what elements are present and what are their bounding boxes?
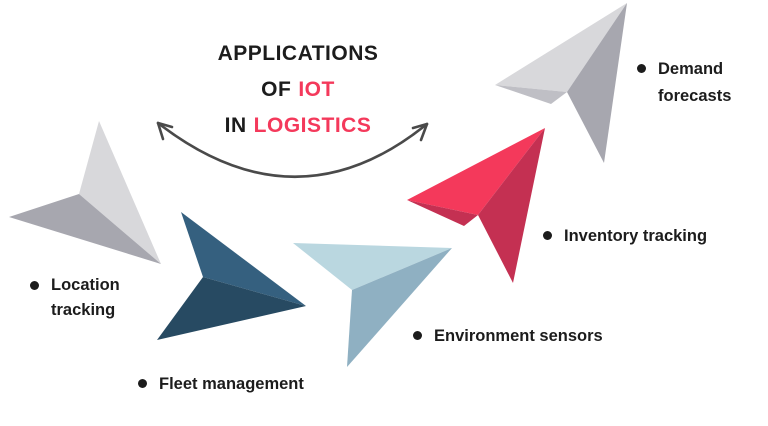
label-environment-sensors-text: Environment sensors bbox=[434, 327, 603, 345]
label-location-tracking-text: Location tracking bbox=[51, 273, 120, 323]
title-of-text: OF bbox=[261, 78, 292, 101]
label-demand-forecasts-text: Demand forecasts bbox=[658, 56, 731, 110]
paper-plane-icon-environment bbox=[293, 243, 452, 367]
curved-arrow-right-head bbox=[411, 122, 429, 142]
title-line-1: APPLICATIONS bbox=[148, 36, 448, 72]
plane-inventory-light-facet bbox=[407, 128, 545, 215]
title-line-2: OF IOT bbox=[148, 72, 448, 108]
bullet-icon bbox=[413, 331, 422, 340]
label-inventory-tracking-text: Inventory tracking bbox=[564, 227, 708, 245]
label-environment-sensors: Environment sensors bbox=[413, 323, 603, 349]
bullet-icon bbox=[30, 281, 39, 290]
label-location-line-2: tracking bbox=[51, 301, 116, 319]
paper-plane-icon-inventory bbox=[407, 128, 545, 283]
plane-environment-body-facet bbox=[347, 248, 452, 367]
label-demand-forecasts: Demand forecasts bbox=[637, 56, 731, 110]
plane-environment-light-facet bbox=[293, 243, 452, 290]
plane-location-wing-facet bbox=[9, 194, 161, 264]
curved-arrow-shaft bbox=[156, 121, 429, 179]
label-location-tracking: Location tracking bbox=[30, 273, 120, 323]
paper-plane-icon-location bbox=[9, 121, 161, 264]
plane-fleet-lower-facet bbox=[157, 277, 306, 340]
title-applications-text: APPLICATIONS bbox=[217, 42, 379, 65]
paper-plane-icon-fleet bbox=[157, 212, 306, 340]
curved-arrow-left-head bbox=[156, 121, 174, 141]
title-in-text: IN bbox=[224, 114, 247, 137]
label-demand-line-2: forecasts bbox=[658, 87, 732, 105]
bullet-icon bbox=[543, 231, 552, 240]
plane-inventory-body-facet bbox=[478, 128, 545, 283]
paper-plane-icon-demand bbox=[495, 3, 627, 163]
curved-arrow-icon bbox=[156, 121, 429, 179]
plane-demand-body-facet bbox=[567, 3, 627, 163]
label-inventory-tracking: Inventory tracking bbox=[543, 223, 707, 249]
page-title: APPLICATIONS OF IOT IN LOGISTICS bbox=[148, 36, 448, 144]
label-location-line-1: Location bbox=[51, 276, 120, 294]
title-iot-text: IOT bbox=[298, 78, 335, 101]
bullet-icon bbox=[138, 379, 147, 388]
plane-demand-underside-facet bbox=[495, 85, 567, 104]
plane-location-light-facet bbox=[79, 121, 161, 264]
bullet-icon bbox=[637, 64, 646, 73]
plane-demand-light-facet bbox=[495, 3, 627, 92]
label-fleet-management: Fleet management bbox=[138, 371, 304, 397]
title-line-3: IN LOGISTICS bbox=[148, 108, 448, 144]
label-fleet-management-text: Fleet management bbox=[159, 375, 304, 393]
plane-fleet-upper-facet bbox=[181, 212, 306, 306]
plane-inventory-underside-facet bbox=[407, 200, 478, 226]
title-logistics-text: LOGISTICS bbox=[253, 114, 372, 137]
label-demand-line-1: Demand bbox=[658, 60, 724, 78]
